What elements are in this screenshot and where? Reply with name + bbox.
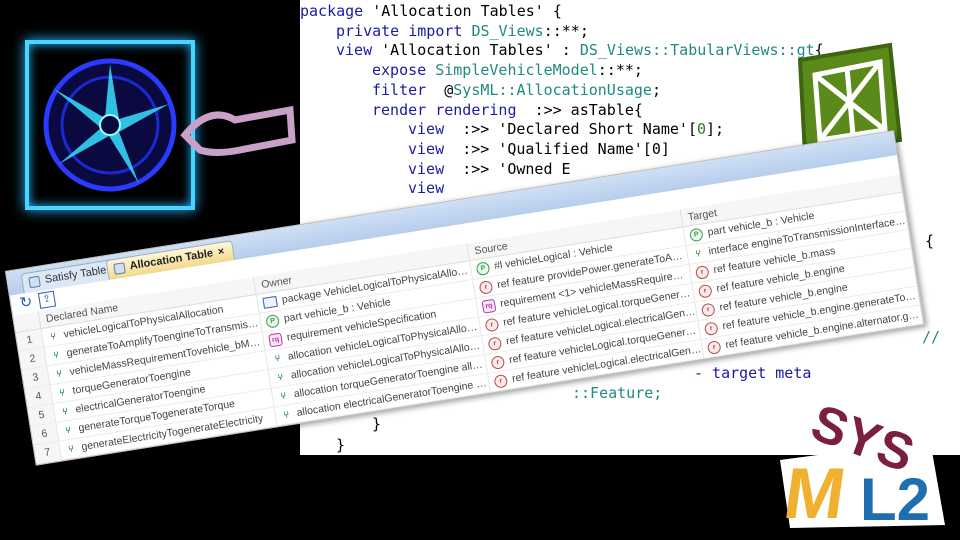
ref-icon: r <box>700 302 716 317</box>
code-line: view 'Allocation Tables' : DS_Views::Tab… <box>300 41 960 61</box>
code-fragment-close-outer: } <box>336 436 346 454</box>
ref-icon: r <box>478 279 494 295</box>
part-icon: P <box>265 313 281 329</box>
ref-icon: r <box>493 373 509 389</box>
code-token: DS_Views <box>471 21 544 40</box>
code-token: SimpleVehicleModel <box>435 61 598 80</box>
alloc-icon: ⑂ <box>276 371 284 383</box>
code-token: ; <box>651 80 661 99</box>
part-icon: P <box>475 260 491 276</box>
code-token: :>> asTable{ <box>534 100 643 119</box>
code-token: :>> 'Qualified Name'[0] <box>462 139 670 158</box>
ref-icon: r <box>487 335 503 351</box>
close-icon[interactable]: × <box>216 245 226 259</box>
alloc-icon: ⑂ <box>67 442 75 454</box>
code-token: view <box>408 139 463 158</box>
code-token: DS_Views::TabularViews::gt <box>579 41 815 60</box>
film-reel-icon <box>43 58 177 192</box>
alloc-icon: ⑂ <box>274 352 281 364</box>
code-line: expose SimpleVehicleModel::**; <box>300 61 960 81</box>
code-token: SysML::AllocationUsage <box>453 80 652 99</box>
ref-icon: r <box>484 317 500 332</box>
req-icon: rq <box>268 332 283 347</box>
code-token: view <box>408 159 463 178</box>
alloc-icon: ⑂ <box>279 390 287 401</box>
code-token: private import <box>336 21 472 40</box>
code-token: view <box>408 120 463 139</box>
alloc-icon: ⑂ <box>49 330 57 342</box>
film-strip-icon <box>180 105 296 156</box>
sysml2-logo: M L2 SYS <box>780 400 945 530</box>
table-icon <box>28 275 41 289</box>
code-fragment-comment: // <box>922 328 941 346</box>
ref-icon: r <box>697 283 713 299</box>
code-token: @ <box>444 80 454 99</box>
export-icon[interactable]: ⇪ <box>37 290 57 309</box>
code-line: view :>> 'Qualified Name'[0] <box>300 140 960 160</box>
code-line: filter @SysML::AllocationUsage; <box>300 81 960 101</box>
code-fragment-target-meta: - target meta <box>694 364 812 382</box>
green-app-logo <box>797 42 903 158</box>
req-icon: rq <box>481 298 497 314</box>
code-line: render rendering :>> asTable{ <box>300 101 960 121</box>
alloc-icon: ⑂ <box>64 424 72 435</box>
code-token: { <box>814 41 824 60</box>
code-token: :>> 'Declared Short Name'[ <box>462 120 697 139</box>
code-token: package <box>300 2 373 20</box>
code-line: package 'Allocation Tables' { <box>300 2 960 22</box>
code-token: 'Allocation Tables' : <box>381 41 580 60</box>
ref-icon: r <box>694 264 710 280</box>
code-line: view :>> 'Owned E <box>300 160 960 180</box>
code-fragment-close-inner: } <box>372 415 382 433</box>
row-number: 7 <box>33 441 63 465</box>
alloc-icon: ⑂ <box>52 349 60 360</box>
alloc-icon: ⑂ <box>55 367 63 379</box>
code-fragment-feature: ::Feature; <box>572 384 663 402</box>
alloc-icon: ⑂ <box>282 408 290 420</box>
refresh-icon[interactable]: ↻ <box>18 293 34 312</box>
code-token: render rendering <box>372 100 535 119</box>
code-token: expose <box>372 61 436 80</box>
code-token: 0 <box>697 120 707 139</box>
code-line: view <box>300 179 960 199</box>
code-token: 'Allocation Tables' { <box>372 2 562 20</box>
ref-icon: r <box>703 320 719 336</box>
film-reel-logo <box>25 40 195 210</box>
part-icon: P <box>688 226 704 242</box>
table-icon <box>113 262 126 275</box>
code-token: ]; <box>706 120 725 139</box>
svg-text:L2: L2 <box>860 466 930 530</box>
code-line: private import DS_Views::**; <box>300 22 960 42</box>
pkg-icon <box>262 295 278 309</box>
code-token: view <box>408 179 445 198</box>
alloc-icon: ⑂ <box>58 386 66 398</box>
code-fragment-brace: { <box>925 232 935 250</box>
code-token: view <box>336 41 382 60</box>
code-token: ::**; <box>543 21 589 40</box>
ref-icon: r <box>490 354 506 370</box>
code-token: filter <box>372 80 445 99</box>
ref-icon: r <box>706 339 722 355</box>
alloc-icon: ⑂ <box>694 247 702 259</box>
code-token: :>> 'Owned E <box>462 159 571 178</box>
alloc-icon: ⑂ <box>61 405 69 417</box>
code-line: view :>> 'Declared Short Name'[0]; <box>300 120 960 140</box>
svg-text:M: M <box>780 454 850 530</box>
code-token: ::**; <box>597 61 643 80</box>
